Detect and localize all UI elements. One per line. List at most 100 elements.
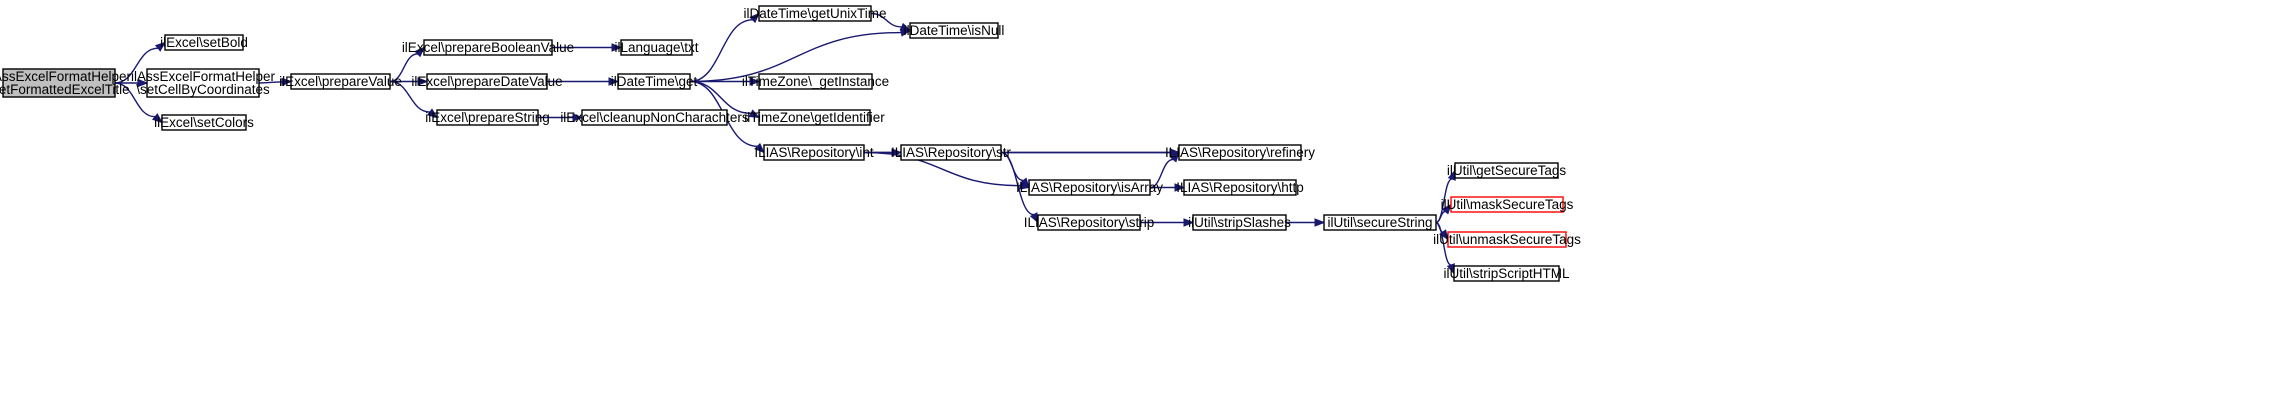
node-isArray-label-0: ILIAS\Repository\isArray bbox=[1016, 180, 1163, 195]
node-txt-box bbox=[620, 39, 693, 56]
node-http-box bbox=[1183, 179, 1297, 196]
node-stripScriptHTML-label-0: ilUtil\stripScriptHTML bbox=[1443, 266, 1570, 281]
edge-prepareValue-to-prepareBooleanValue bbox=[389, 53, 418, 83]
edge-root-to-setColors bbox=[114, 82, 156, 118]
node-repoInt-label-0: ILIAS\Repository\int bbox=[754, 145, 874, 160]
node-prepareValue[interactable]: ilExcel\prepareValue bbox=[279, 73, 402, 90]
arrowhead-isArray-to-refinery bbox=[1169, 151, 1180, 163]
node-secureString-label-0: ilUtil\secureString bbox=[1327, 215, 1432, 230]
node-getInstance-label-0: ilTimeZone\_getInstance bbox=[742, 74, 889, 89]
node-secureString[interactable]: ilUtil\secureString bbox=[1323, 214, 1437, 231]
node-dtGet-label-0: ilDateTime\get bbox=[611, 74, 698, 89]
node-root-label-1: \setFormattedExcelTitle bbox=[0, 82, 130, 97]
node-prepareBooleanValue-box bbox=[423, 39, 553, 56]
edge-setCellByCoordinates-to-prepareValue bbox=[258, 81, 283, 84]
node-getInstance-box bbox=[758, 73, 873, 90]
node-setCellByCoordinates[interactable]: ilAssExcelFormatHelper\setCellByCoordina… bbox=[131, 68, 276, 98]
edge-isArray-to-refinery bbox=[1149, 158, 1174, 189]
node-prepareString[interactable]: ilExcel\prepareString bbox=[425, 109, 550, 126]
arrowhead-prepareValue-to-prepareString bbox=[426, 108, 439, 119]
node-setColors-box bbox=[161, 114, 247, 131]
node-getIdentifier-box bbox=[758, 109, 871, 126]
edge-secureString-to-stripScriptHTML bbox=[1435, 221, 1452, 266]
node-maskSecureTags-box bbox=[1450, 196, 1564, 213]
arrowhead-dtGet-to-getInstance bbox=[749, 77, 761, 86]
node-repoInt[interactable]: ILIAS\Repository\int bbox=[754, 144, 874, 161]
arrowhead-secureString-to-maskSecureTags bbox=[1441, 203, 1452, 215]
node-isNull-label-0: ilDateTime\isNull bbox=[904, 23, 1005, 38]
node-getSecureTags[interactable]: ilUtil\getSecureTags bbox=[1447, 162, 1567, 179]
arrowhead-prepareString-to-cleanup bbox=[572, 113, 584, 122]
node-prepareValue-box bbox=[290, 73, 391, 90]
arrowhead-setCellByCoordinates-to-prepareValue bbox=[281, 77, 293, 87]
node-setBold[interactable]: ilExcel\setBold bbox=[160, 34, 248, 51]
node-stripScriptHTML[interactable]: ilUtil\stripScriptHTML bbox=[1443, 265, 1570, 282]
node-dtGet-box bbox=[617, 73, 691, 90]
arrowhead-dtGet-to-repoInt bbox=[754, 142, 765, 154]
edge-repoStr-to-repoStrip bbox=[1000, 151, 1034, 216]
node-prepareValue-label-0: ilExcel\prepareValue bbox=[279, 74, 402, 89]
node-stripScriptHTML-box bbox=[1453, 265, 1560, 282]
arrowhead-prepareDateValue-to-dtGet bbox=[608, 77, 620, 86]
node-unmaskSecureTags[interactable]: ilUtil\unmaskSecureTags bbox=[1433, 231, 1581, 248]
node-txt[interactable]: ilLanguage\txt bbox=[614, 39, 699, 56]
node-isArray[interactable]: ILIAS\Repository\isArray bbox=[1016, 179, 1163, 196]
node-setCellByCoordinates-label-0: ilAssExcelFormatHelper bbox=[131, 69, 276, 84]
node-repoStrip[interactable]: ILIAS\Repository\strip bbox=[1024, 214, 1155, 231]
node-dtGet[interactable]: ilDateTime\get bbox=[611, 73, 698, 90]
edge-getUnixTime-to-isNull bbox=[870, 12, 902, 28]
arrowhead-getUnixTime-to-isNull bbox=[899, 22, 912, 32]
node-repoStr[interactable]: ILIAS\Repository\str bbox=[891, 144, 1012, 161]
node-root[interactable]: ilAssExcelFormatHelper\setFormattedExcel… bbox=[0, 68, 132, 98]
arrowhead-prepareValue-to-prepareBooleanValue bbox=[414, 46, 425, 58]
node-stripSlashes-box bbox=[1192, 214, 1287, 231]
arrowhead-repoStr-to-isArray bbox=[1019, 177, 1030, 189]
node-refinery-label-0: ILIAS\Repository\refinery bbox=[1165, 145, 1315, 160]
node-getIdentifier-label-0: ilTimeZone\getIdentifier bbox=[744, 110, 885, 125]
node-stripSlashes[interactable]: ilUtil\stripSlashes bbox=[1188, 214, 1291, 231]
arrowhead-root-to-setColors bbox=[152, 113, 164, 124]
node-getUnixTime-box bbox=[758, 5, 872, 22]
node-cleanup[interactable]: ilExcel\cleanupNonCharachters bbox=[560, 109, 749, 126]
node-secureString-box bbox=[1323, 214, 1437, 231]
node-setColors-label-0: ilExcel\setColors bbox=[154, 115, 254, 130]
node-root-label-0: ilAssExcelFormatHelper bbox=[0, 69, 132, 84]
node-http[interactable]: ILIAS\Repository\http bbox=[1176, 179, 1304, 196]
node-getSecureTags-label-0: ilUtil\getSecureTags bbox=[1447, 163, 1567, 178]
node-repoStrip-box bbox=[1037, 214, 1141, 231]
node-refinery-box bbox=[1178, 144, 1302, 161]
arrowhead-repoStrip-to-stripSlashes bbox=[1183, 218, 1195, 227]
node-prepareString-label-0: ilExcel\prepareString bbox=[425, 110, 550, 125]
edge-dtGet-to-getUnixTime bbox=[689, 19, 753, 83]
node-unmaskSecureTags-box bbox=[1447, 231, 1567, 248]
node-maskSecureTags[interactable]: ilUtil\maskSecureTags bbox=[1441, 196, 1574, 213]
node-prepareDateValue[interactable]: ilExcel\prepareDateValue bbox=[411, 73, 563, 90]
node-refinery[interactable]: ILIAS\Repository\refinery bbox=[1165, 144, 1315, 161]
node-setColors[interactable]: ilExcel\setColors bbox=[154, 114, 254, 131]
arrowhead-dtGet-to-getUnixTime bbox=[749, 12, 760, 24]
node-isNull[interactable]: ilDateTime\isNull bbox=[904, 22, 1005, 39]
call-graph-nodes: ilAssExcelFormatHelper\setFormattedExcel… bbox=[0, 5, 1581, 282]
arrowhead-root-to-setBold bbox=[154, 41, 167, 52]
node-setCellByCoordinates-label-1: \setCellByCoordinates bbox=[136, 82, 270, 97]
node-setCellByCoordinates-box bbox=[146, 68, 260, 98]
node-prepareDateValue-label-0: ilExcel\prepareDateValue bbox=[411, 74, 562, 89]
node-setBold-box bbox=[164, 34, 244, 51]
arrowhead-repoStr-to-refinery bbox=[1169, 148, 1181, 157]
node-isArray-box bbox=[1028, 179, 1151, 196]
node-repoStrip-label-0: ILIAS\Repository\strip bbox=[1024, 215, 1155, 230]
edge-root-to-setBold bbox=[114, 47, 159, 84]
edge-prepareValue-to-prepareString bbox=[389, 80, 430, 113]
node-getIdentifier[interactable]: ilTimeZone\getIdentifier bbox=[744, 109, 885, 126]
node-cleanup-box bbox=[581, 109, 728, 126]
arrowhead-prepareValue-to-prepareDateValue bbox=[417, 77, 429, 86]
node-http-label-0: ILIAS\Repository\http bbox=[1176, 180, 1304, 195]
node-repoStr-box bbox=[900, 144, 1002, 161]
node-getUnixTime[interactable]: ilDateTime\getUnixTime bbox=[743, 5, 887, 22]
node-getInstance[interactable]: ilTimeZone\_getInstance bbox=[742, 73, 889, 90]
node-prepareBooleanValue-label-0: ilExcel\prepareBooleanValue bbox=[402, 40, 574, 55]
node-repoStr-label-0: ILIAS\Repository\str bbox=[891, 145, 1012, 160]
arrowhead-root-to-setCellByCoordinates bbox=[137, 78, 149, 88]
node-prepareBooleanValue[interactable]: ilExcel\prepareBooleanValue bbox=[402, 39, 574, 56]
